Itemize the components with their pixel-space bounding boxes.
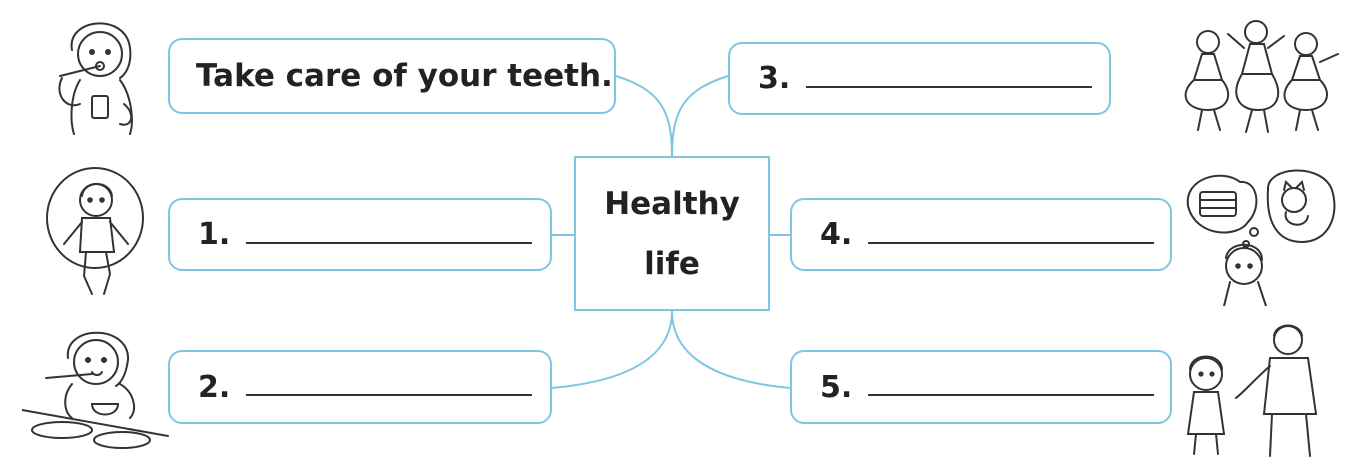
connector-example [615,75,673,157]
answer-line-2[interactable] [246,394,533,396]
girl-jumping-rope-illustration [46,167,144,295]
girl-thinking-of-cake-and-cat-illustration [1186,169,1336,306]
item-number-2: 2. [198,369,231,405]
center-topic-line2: life [644,245,700,282]
example-item-text: Take care of your teeth. [196,58,613,94]
item-box-5: 5. [790,350,1172,424]
connector-5 [671,310,791,389]
girl-eating-illustration [22,331,169,449]
item-box-4: 4. [790,198,1172,271]
center-topic-line1: Healthy [604,185,740,222]
item-number-4: 4. [820,217,853,252]
girls-dancing-illustration [1184,20,1339,133]
answer-line-1[interactable] [246,241,533,244]
item-number-1: 1. [198,217,231,252]
center-topic-box: Healthy life [574,156,770,311]
answer-line-4[interactable] [868,241,1155,244]
example-item-box: Take care of your teeth. [168,38,616,114]
answer-line-3[interactable] [806,85,1093,88]
girl-brushing-teeth-illustration [58,22,133,135]
answer-line-5[interactable] [868,394,1155,396]
item-number-3: 3. [758,61,791,96]
item-number-5: 5. [820,369,853,405]
connector-2 [551,310,673,389]
item-box-3: 3. [728,42,1111,115]
connector-3 [671,75,729,157]
item-box-2: 2. [168,350,552,424]
item-box-1: 1. [168,198,552,271]
girl-and-man-talking-illustration [1186,324,1318,457]
